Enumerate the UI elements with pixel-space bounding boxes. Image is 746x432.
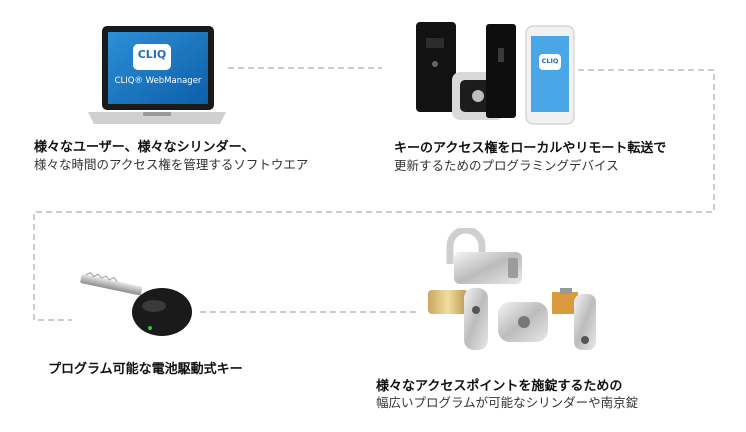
webmanager-label: CLIQ® WebManager <box>112 76 204 86</box>
phone-cliq-logo: CLIQ <box>539 57 561 65</box>
devices-icon <box>412 18 580 132</box>
cliq-logo: CLIQ <box>133 48 171 61</box>
devices-caption-line2: 更新するためのプログラミングデバイス <box>394 155 619 174</box>
key-caption-line1: プログラム可能な電池駆動式キー <box>48 358 243 377</box>
software-caption-line1: 様々なユーザー、様々なシリンダー、 <box>34 136 254 155</box>
key-illustration <box>72 272 200 344</box>
software-caption-line2: 様々な時間のアクセス権を管理するソフトウエア <box>34 154 308 173</box>
programming-devices-illustration: CLIQ <box>412 18 580 132</box>
electronic-key-icon <box>72 272 200 344</box>
devices-caption-line1: キーのアクセス権をローカルやリモート転送で <box>394 137 666 156</box>
laptop-illustration: CLIQ CLIQ® WebManager <box>88 22 226 134</box>
locks-caption-line2: 幅広いプログラムが可能なシリンダーや南京錠 <box>376 392 638 411</box>
locks-illustration <box>424 228 610 360</box>
cylinders-padlock-icon <box>424 228 610 360</box>
